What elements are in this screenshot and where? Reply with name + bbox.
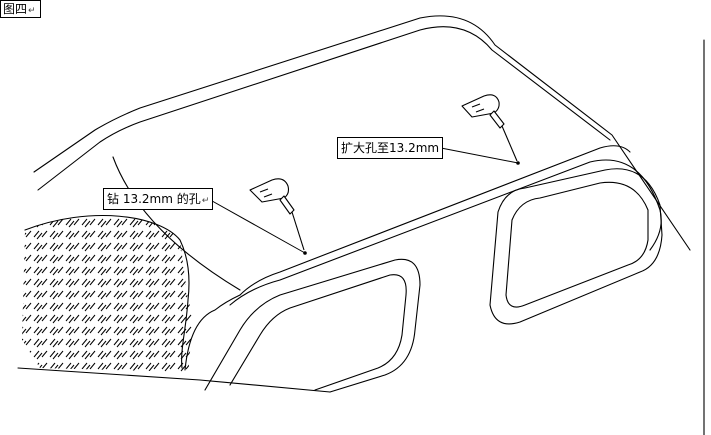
mesh-hatch bbox=[22, 215, 193, 372]
drill-point-front bbox=[303, 251, 307, 255]
leader-line-drill bbox=[204, 196, 306, 254]
rear-window-outer bbox=[489, 168, 663, 325]
drill-icon bbox=[461, 94, 518, 162]
roof-outline bbox=[33, 15, 691, 251]
callout-enlarge: 扩大孔至13.2mm bbox=[337, 137, 444, 159]
return-mark: ↵ bbox=[28, 6, 36, 16]
rail-top-inner bbox=[229, 159, 662, 306]
drill-icon bbox=[249, 178, 305, 251]
figure-label: 图四↵ bbox=[0, 0, 41, 18]
front-window-inner bbox=[229, 274, 407, 391]
callout-drill-text: 钻 13.2mm 的孔 bbox=[107, 192, 201, 206]
drill-point-rear bbox=[516, 161, 520, 165]
figure-label-text: 图四 bbox=[3, 2, 28, 16]
leader-line-enlarge bbox=[440, 147, 519, 164]
rail-top bbox=[239, 145, 631, 296]
rear-window-inner bbox=[505, 181, 649, 308]
roof-inner-line bbox=[37, 26, 611, 191]
return-mark: ↵ bbox=[201, 196, 210, 206]
callout-drill: 钻 13.2mm 的孔↵ bbox=[103, 188, 214, 210]
callout-enlarge-text: 扩大孔至13.2mm bbox=[341, 141, 440, 155]
front-window-outer bbox=[204, 258, 421, 393]
body-line-lower bbox=[17, 367, 331, 393]
body-pillar bbox=[184, 294, 241, 371]
